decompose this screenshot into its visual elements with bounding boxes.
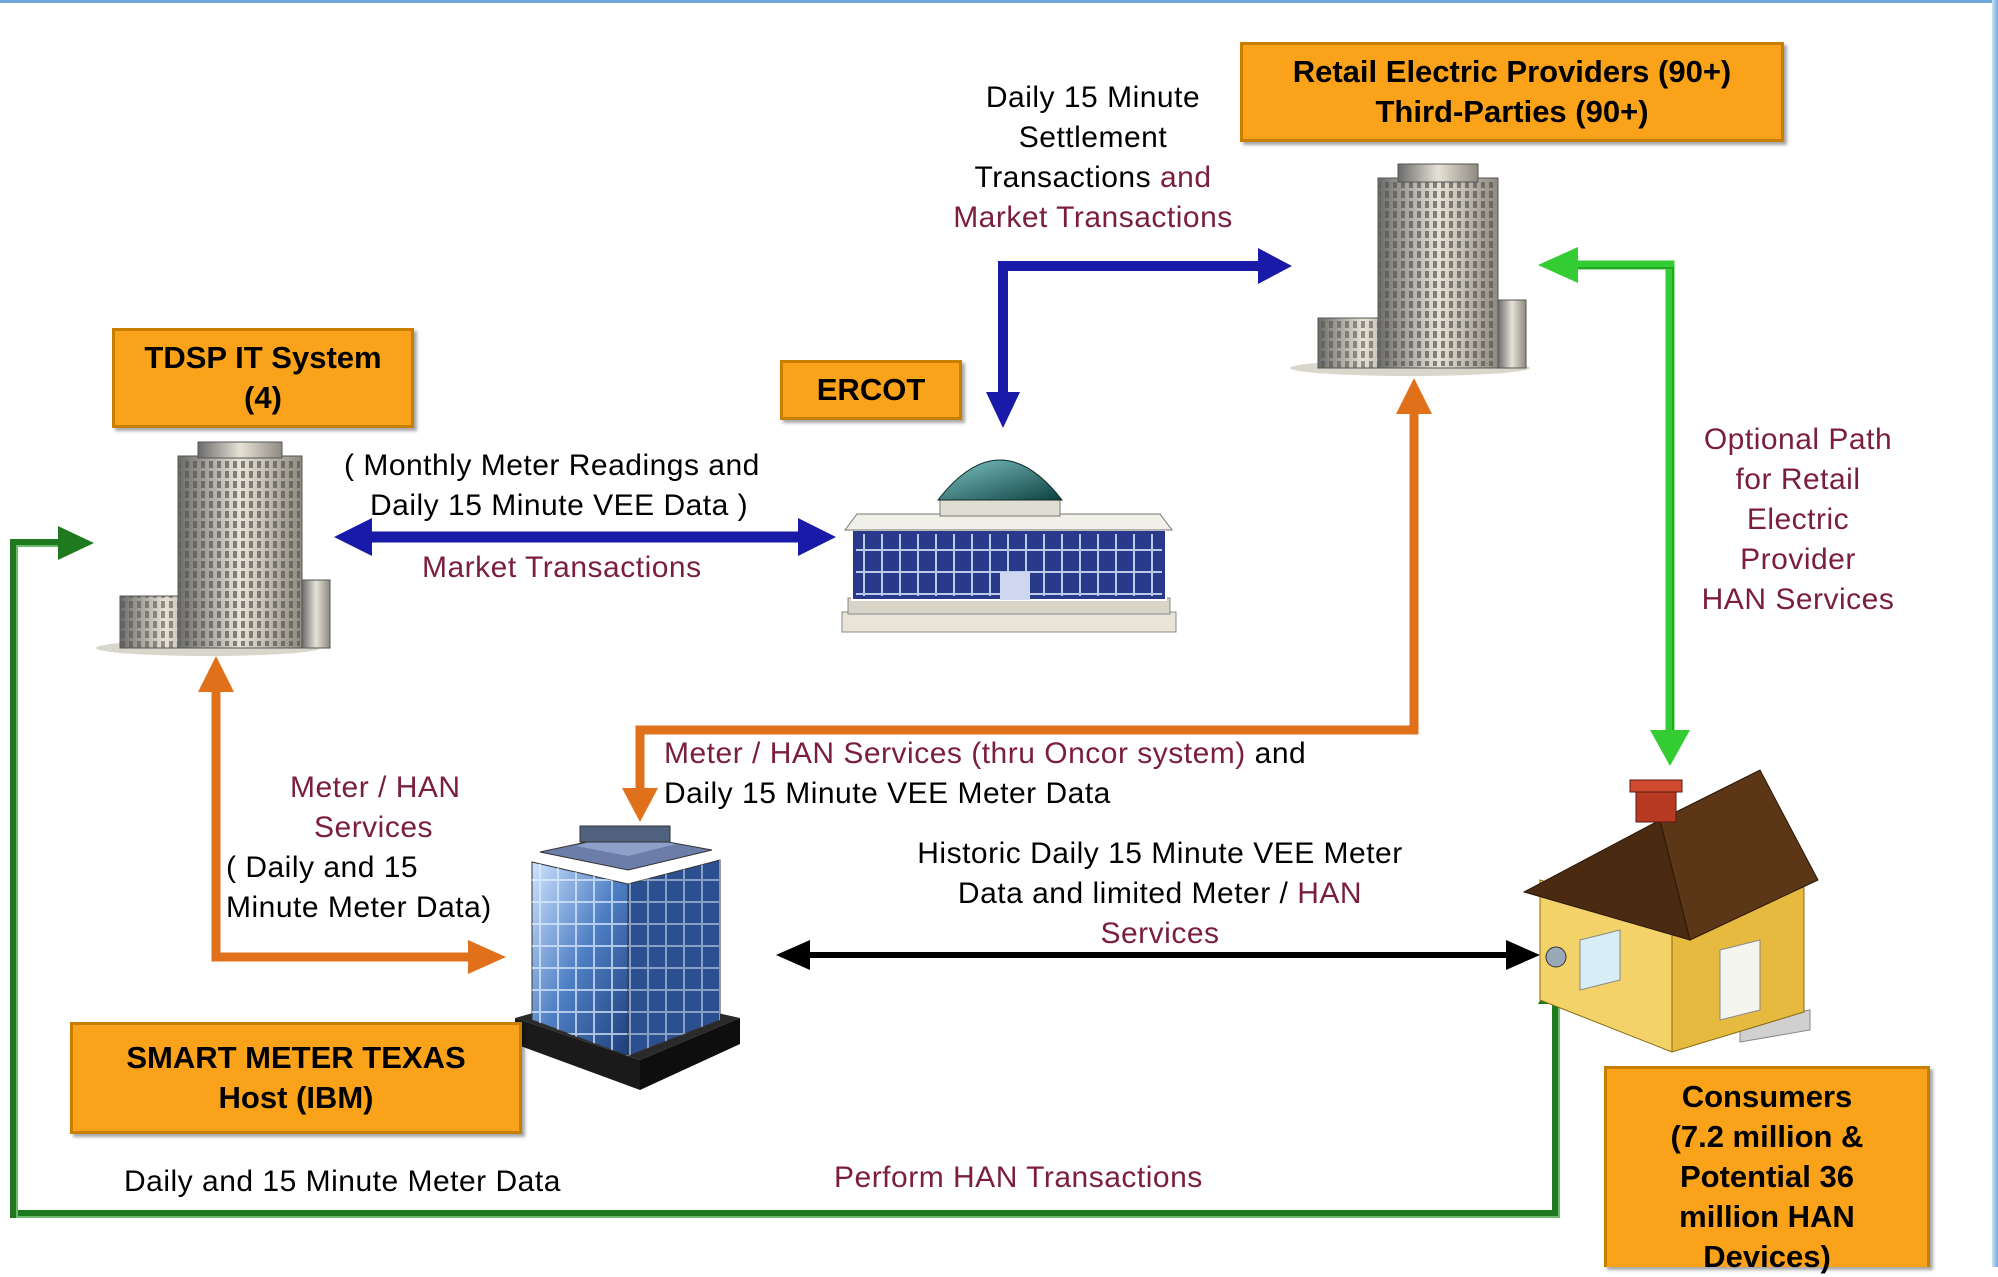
rep-box: Retail Electric Providers (90+) Third-Pa…: [1240, 42, 1784, 142]
settlement-line1: Daily 15 Minute: [985, 81, 1201, 114]
meter-han-center-line1-a: Meter / HAN Services (thru Oncor system): [664, 737, 1246, 770]
meter-han-left-line1: Meter / HAN: [290, 771, 461, 804]
arrow-tdsp-ercot: [334, 518, 836, 556]
historic-data-label: Historic Daily 15 Minute VEE Meter Data …: [870, 834, 1450, 954]
daily-meter-data-label: Daily and 15 Minute Meter Data: [124, 1165, 561, 1198]
settlement-line3: Transactions and: [918, 158, 1268, 198]
tdsp-box: TDSP IT System (4): [112, 328, 414, 428]
settlement-line3-a: Transactions: [974, 161, 1152, 194]
meter-han-left-line2: Services: [314, 811, 434, 844]
meter-han-center-line1: Meter / HAN Services (thru Oncor system)…: [664, 734, 1306, 774]
historic-line3: Services: [1100, 917, 1220, 950]
smt-glass-office-icon: [515, 825, 740, 1090]
rep-box-line1: Retail Electric Providers (90+): [1292, 53, 1732, 89]
smt-box-line2: Host (IBM): [218, 1080, 374, 1115]
arrow-ercot-rep: [986, 248, 1292, 428]
tdsp-office-tower-icon: [96, 441, 331, 656]
tdsp-box-line1: TDSP IT System: [144, 339, 382, 375]
settlement-label: Daily 15 Minute Settlement Transactions …: [918, 78, 1268, 238]
consumer-house-icon: [1522, 769, 1819, 1053]
meter-han-center-line2: Daily 15 Minute VEE Meter Data: [664, 777, 1111, 810]
rep-box-line2: Third-Parties (90+): [1375, 94, 1649, 129]
arrow-smt-consumers: [776, 940, 1540, 970]
optional-line3: Electric: [1746, 503, 1850, 536]
ercot-box: ERCOT: [780, 360, 962, 420]
consumers-box: Consumers (7.2 million & Potential 36 mi…: [1604, 1066, 1930, 1274]
perform-han-label: Perform HAN Transactions: [834, 1161, 1203, 1194]
settlement-line4: Market Transactions: [953, 201, 1233, 234]
ercot-capitol-building-icon: [841, 459, 1177, 633]
meter-han-left-line4: Minute Meter Data): [226, 891, 492, 924]
consumers-box-line4: million HAN: [1679, 1199, 1855, 1234]
monthly-line2: Daily 15 Minute VEE Data ): [370, 489, 749, 522]
settlement-line2: Settlement: [1018, 121, 1168, 154]
monthly-line1: ( Monthly Meter Readings and: [344, 449, 760, 482]
arrow-rep-consumers: [1538, 247, 1690, 766]
top-border: [0, 0, 1998, 3]
right-border: [1992, 0, 1998, 1267]
consumers-box-line3: Potential 36: [1680, 1159, 1854, 1194]
smt-box: SMART METER TEXAS Host (IBM): [70, 1022, 522, 1134]
market-transactions-label: Market Transactions: [422, 551, 702, 584]
consumers-box-line2: (7.2 million &: [1670, 1119, 1864, 1154]
historic-line2-b: HAN: [1297, 877, 1363, 910]
monthly-readings-label: ( Monthly Meter Readings and Daily 15 Mi…: [344, 446, 760, 526]
tdsp-box-line2: (4): [244, 380, 282, 415]
historic-line2: Data and limited Meter / HAN: [870, 874, 1450, 914]
consumers-box-line5: Devices): [1703, 1239, 1831, 1274]
optional-line4: Provider: [1740, 543, 1856, 576]
optional-line2: for Retail: [1735, 463, 1861, 496]
optional-path-label: Optional Path for Retail Electric Provid…: [1676, 420, 1920, 620]
historic-line2-a: Data and limited Meter /: [957, 877, 1289, 910]
historic-line1: Historic Daily 15 Minute VEE Meter: [917, 837, 1403, 870]
smt-box-line1: SMART METER TEXAS: [126, 1039, 466, 1075]
arrow-tdsp-smt: [198, 656, 506, 974]
meter-han-left-label: Meter / HAN Services ( Daily and 15 Minu…: [226, 768, 492, 928]
optional-line5: HAN Services: [1701, 583, 1895, 616]
optional-line1: Optional Path: [1703, 423, 1893, 456]
ercot-box-line1: ERCOT: [816, 371, 926, 407]
meter-han-left-line3: ( Daily and 15: [226, 851, 419, 884]
arrow-rep-smt: [622, 378, 1432, 822]
rep-office-tower-icon: [1290, 163, 1530, 376]
meter-han-center-label: Meter / HAN Services (thru Oncor system)…: [664, 734, 1306, 814]
consumers-box-line1: Consumers: [1681, 1079, 1853, 1114]
meter-han-center-line1-b: and: [1254, 737, 1307, 770]
settlement-line3-b: and: [1159, 161, 1212, 194]
